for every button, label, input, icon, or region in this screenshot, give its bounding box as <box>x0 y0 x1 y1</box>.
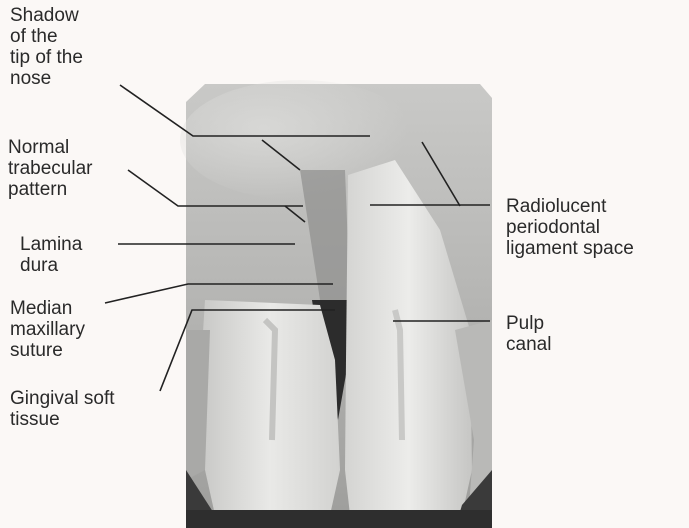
label-radiolucent-periodontal-ligament-space: Radiolucent periodontal ligament space <box>506 196 634 259</box>
label-normal-trabecular-pattern: Normal trabecular pattern <box>8 137 93 200</box>
label-pulp-canal: Pulp canal <box>506 313 551 355</box>
label-shadow-of-nose: Shadow of the tip of the nose <box>10 5 83 89</box>
label-median-maxillary-suture: Median maxillary suture <box>10 298 85 361</box>
label-gingival-soft-tissue: Gingival soft tissue <box>10 388 115 430</box>
radiograph-image <box>150 80 492 528</box>
label-lamina-dura: Lamina dura <box>20 234 82 276</box>
